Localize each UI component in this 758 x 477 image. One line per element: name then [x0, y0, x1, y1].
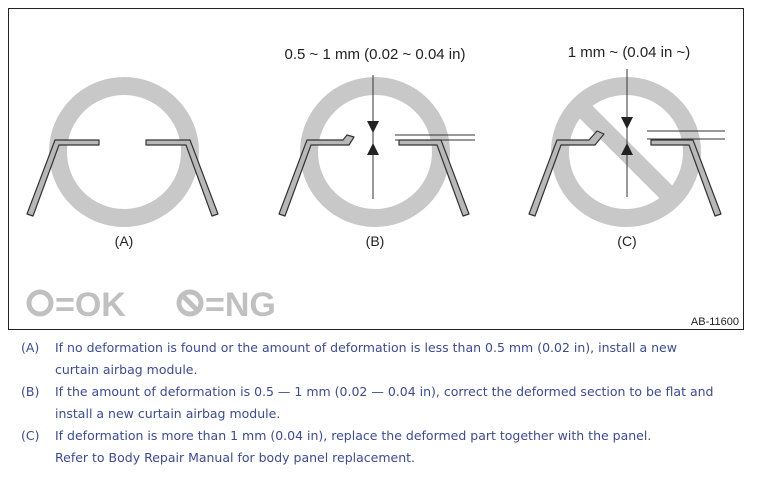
- dimension-text: 0.5 ~ 1 mm (0.02 ~ 0.04 in): [285, 46, 466, 63]
- left-panel-bracket: [278, 134, 355, 217]
- dimension-arrow-down: [621, 117, 633, 129]
- ng-legend-text: =NG: [205, 286, 276, 324]
- dimension-arrow-up: [367, 143, 379, 155]
- note-line: If deformation is more than 1 mm (0.04 i…: [55, 428, 652, 443]
- notes-list: (A) If no deformation is found or the am…: [0, 337, 758, 469]
- figure-id: AB-11600: [691, 316, 739, 328]
- note-body: If the amount of deformation is 0.5 — 1 …: [55, 381, 758, 425]
- right-panel-bracket: [145, 139, 219, 217]
- panel-label: (C): [617, 233, 636, 249]
- left-panel-bracket: [528, 130, 605, 217]
- panel-label: (B): [366, 233, 385, 249]
- right-panel-bracket: [650, 139, 722, 217]
- panel-label: (A): [115, 233, 134, 249]
- panel-b: 0.5 ~ 1 mm (0.02 ~ 0.04 in) (B): [278, 46, 475, 249]
- note-label: (C): [21, 428, 40, 443]
- left-panel-bracket: [26, 139, 100, 217]
- deformation-diagram: (A) 0.5 ~ 1 mm (0.02 ~ 0.04 in) (B): [8, 8, 744, 330]
- dimension-arrow-down: [367, 121, 379, 133]
- note-a: (A) If no deformation is found or the am…: [0, 337, 758, 381]
- note-label: (B): [21, 384, 40, 399]
- dimension-arrow-up: [621, 143, 633, 155]
- ok-circle-symbol: [49, 77, 199, 227]
- note-line: curtain airbag module.: [55, 362, 198, 377]
- ok-legend-icon: [26, 289, 54, 317]
- note-label: (A): [21, 340, 40, 355]
- note-line: If no deformation is found or the amount…: [55, 340, 677, 355]
- legend: =OK =NG: [26, 286, 276, 324]
- dimension-text: 1 mm ~ (0.04 in ~): [568, 44, 691, 61]
- note-body: If no deformation is found or the amount…: [55, 337, 758, 381]
- panel-c: 1 mm ~ (0.04 in ~) (C): [528, 44, 725, 249]
- ng-legend-icon: [176, 289, 204, 317]
- note-c: (C) If deformation is more than 1 mm (0.…: [0, 425, 758, 469]
- note-b: (B) If the amount of deformation is 0.5 …: [0, 381, 758, 425]
- note-body: If deformation is more than 1 mm (0.04 i…: [55, 425, 758, 469]
- diagram-canvas: (A) 0.5 ~ 1 mm (0.02 ~ 0.04 in) (B): [26, 44, 739, 328]
- note-line: If the amount of deformation is 0.5 — 1 …: [55, 384, 714, 399]
- panel-a: (A): [26, 77, 219, 249]
- ok-legend-text: =OK: [55, 286, 126, 324]
- note-line: install a new curtain airbag module.: [55, 406, 281, 421]
- note-line: Refer to Body Repair Manual for body pan…: [55, 450, 416, 465]
